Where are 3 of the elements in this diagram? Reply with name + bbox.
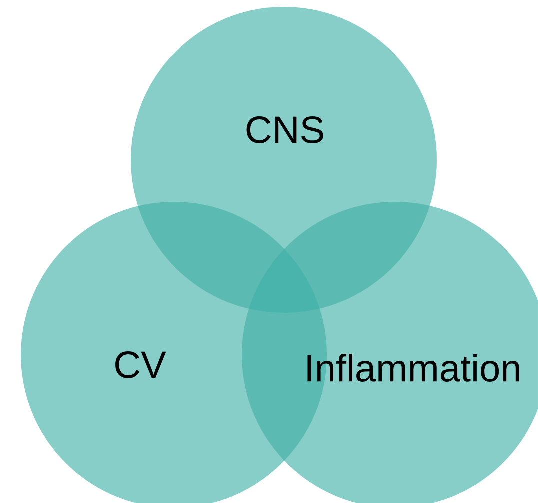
circle-label: CNS bbox=[246, 116, 324, 144]
circle-label: CV bbox=[116, 352, 166, 378]
circle-label: Inflammation bbox=[308, 354, 520, 382]
